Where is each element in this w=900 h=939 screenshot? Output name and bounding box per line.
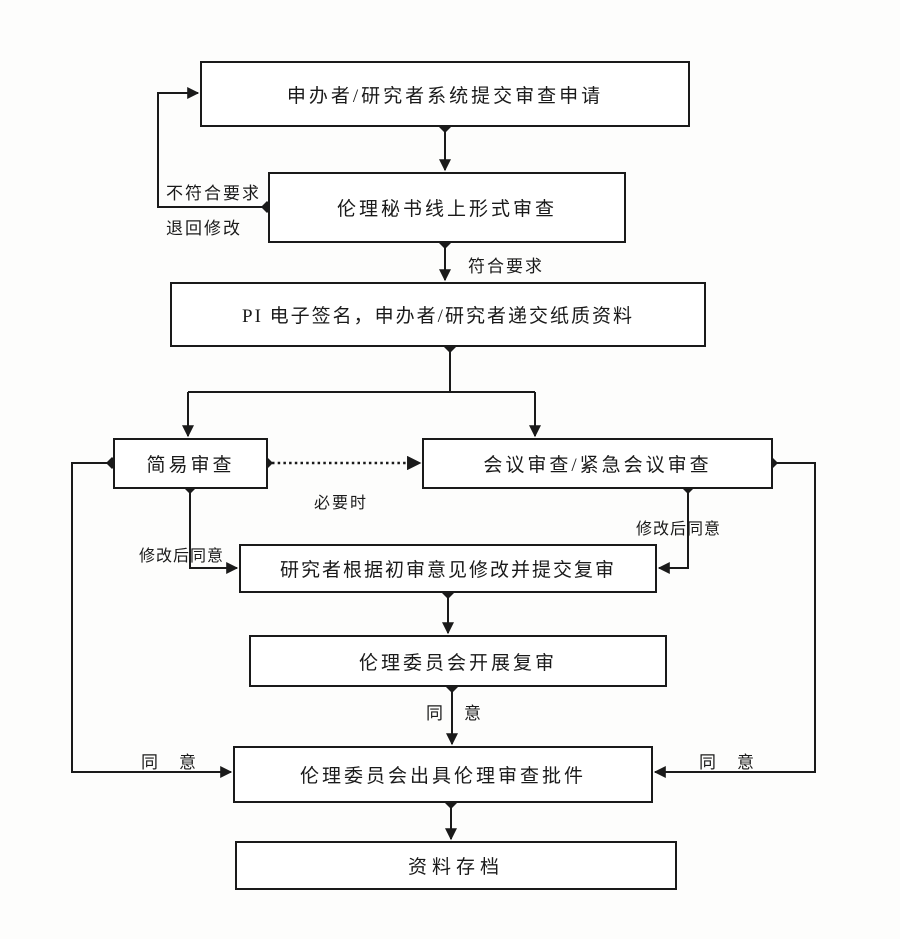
node-submit-application: 申办者/研究者系统提交审查申请: [200, 61, 690, 127]
node-resubmit-revision: 研究者根据初审意见修改并提交复审: [239, 544, 657, 593]
node-committee-rereview: 伦理委员会开展复审: [249, 635, 667, 687]
node-issue-approval-label: 伦理委员会出具伦理审查批件: [299, 766, 586, 787]
label-agree-after-modification-right: 修改后同意: [636, 521, 722, 538]
node-archive-label: 资料存档: [407, 857, 504, 878]
label-agree-center: 同 意: [426, 704, 483, 723]
node-submit-application-label: 申办者/研究者系统提交审查申请: [286, 85, 604, 107]
label-meet-requirements: 符合要求: [468, 257, 544, 276]
edge-split-to-reviews: [182, 341, 541, 438]
node-pi-signature: PI 电子签名，申办者/研究者递交纸质资料: [170, 282, 706, 347]
label-agree-after-modification-left: 修改后同意: [139, 548, 225, 565]
label-agree-left: 同 意: [141, 753, 198, 772]
node-resubmit-revision-label: 研究者根据初审意见修改并提交复审: [279, 560, 616, 581]
node-secretary-review-label: 伦理秘书线上形式审查: [336, 199, 557, 220]
node-simple-review-label: 简易审查: [146, 455, 235, 476]
label-not-meet-requirements: 不符合要求: [166, 184, 261, 203]
label-agree-right: 同 意: [699, 753, 756, 772]
edge-submit-to-secretary: [439, 121, 451, 172]
label-when-necessary: 必要时: [314, 495, 369, 512]
edge-simple-to-approval: [71, 457, 233, 778]
node-secretary-review: 伦理秘书线上形式审查: [268, 172, 626, 243]
node-committee-rereview-label: 伦理委员会开展复审: [358, 652, 557, 674]
node-simple-review: 简易审查: [113, 438, 268, 489]
edge-resubmit-to-rereview: [442, 587, 454, 635]
node-meeting-review: 会议审查/紧急会议审查: [422, 438, 773, 489]
label-return-for-modification: 退回修改: [166, 219, 242, 238]
edge-meeting-to-approval: [653, 457, 816, 778]
edge-simple-to-meeting-dotted: [261, 455, 422, 471]
node-archive: 资料存档: [235, 841, 677, 890]
node-pi-signature-label: PI 电子签名，申办者/研究者递交纸质资料: [242, 306, 634, 327]
edge-secretary-to-pi: [439, 237, 451, 282]
node-issue-approval: 伦理委员会出具伦理审查批件: [233, 746, 653, 803]
edge-approval-to-archive: [445, 797, 457, 841]
node-meeting-review-label: 会议审查/紧急会议审查: [483, 455, 712, 476]
